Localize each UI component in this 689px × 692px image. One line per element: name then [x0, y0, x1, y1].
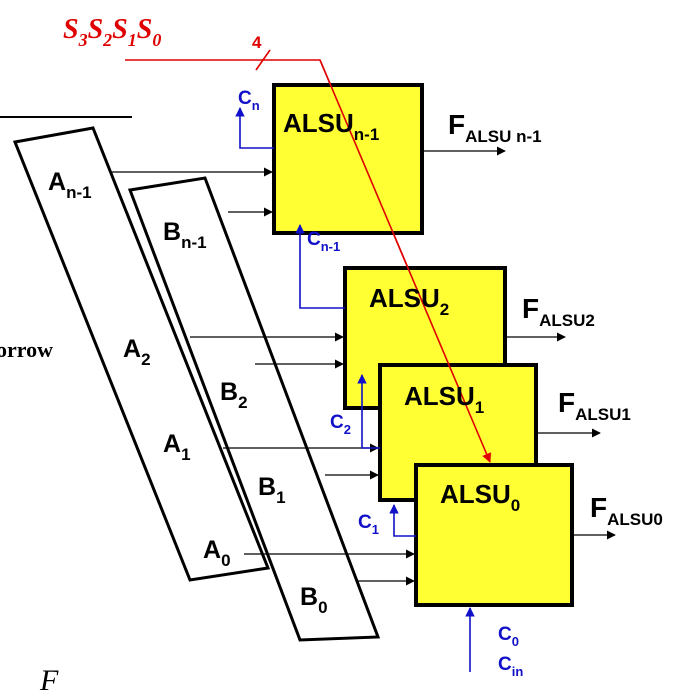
partial-word-left: orrow — [0, 337, 53, 362]
alsu-0-label: ALSU0 — [440, 479, 520, 515]
b-2-label: B2 — [220, 378, 248, 412]
b-register — [127, 176, 381, 642]
c-1-label: C1 — [358, 512, 379, 537]
select-line-overlay — [319, 59, 492, 463]
partial-word-bottom: F — [39, 664, 59, 692]
bus-slash — [255, 49, 271, 71]
a-0-label: A0 — [203, 536, 231, 570]
carry-n-out — [235, 107, 274, 149]
c-0-label: C0 — [498, 624, 519, 649]
f-alsu-1-label: FALSU1 — [558, 387, 631, 424]
c-n-label: Cn — [238, 88, 260, 113]
carry-n-1 — [295, 224, 345, 309]
f-alsu-0-label: FALSU0 — [590, 492, 663, 529]
alsu-0-block — [414, 463, 574, 607]
select-signals-label: S3S2S1S0 — [63, 14, 161, 50]
carry-2 — [357, 374, 380, 449]
bus-width-label: 4 — [252, 33, 262, 52]
alsu-n-1-label: ALSUn-1 — [283, 108, 379, 144]
alsu-2-label: ALSU2 — [369, 283, 449, 319]
f-alsu-n-1-label: FALSU n-1 — [448, 109, 542, 146]
a-n-1-label: An-1 — [48, 168, 92, 202]
a-1-label: A1 — [163, 430, 191, 464]
b-0-label: B0 — [300, 583, 328, 617]
c-2-label: C2 — [330, 412, 351, 437]
a-register — [12, 126, 271, 582]
alsu-1-label: ALSU1 — [404, 381, 484, 417]
c-in-label: Cin — [498, 654, 523, 679]
alsu-n-1-block — [272, 83, 424, 235]
b-n-1-label: Bn-1 — [163, 218, 207, 252]
carry-1 — [389, 504, 416, 537]
b-1-label: B1 — [258, 473, 286, 507]
c-n-1-label: Cn-1 — [307, 229, 340, 254]
a-2-label: A2 — [123, 335, 151, 369]
f-alsu-2-label: FALSU2 — [522, 293, 595, 330]
